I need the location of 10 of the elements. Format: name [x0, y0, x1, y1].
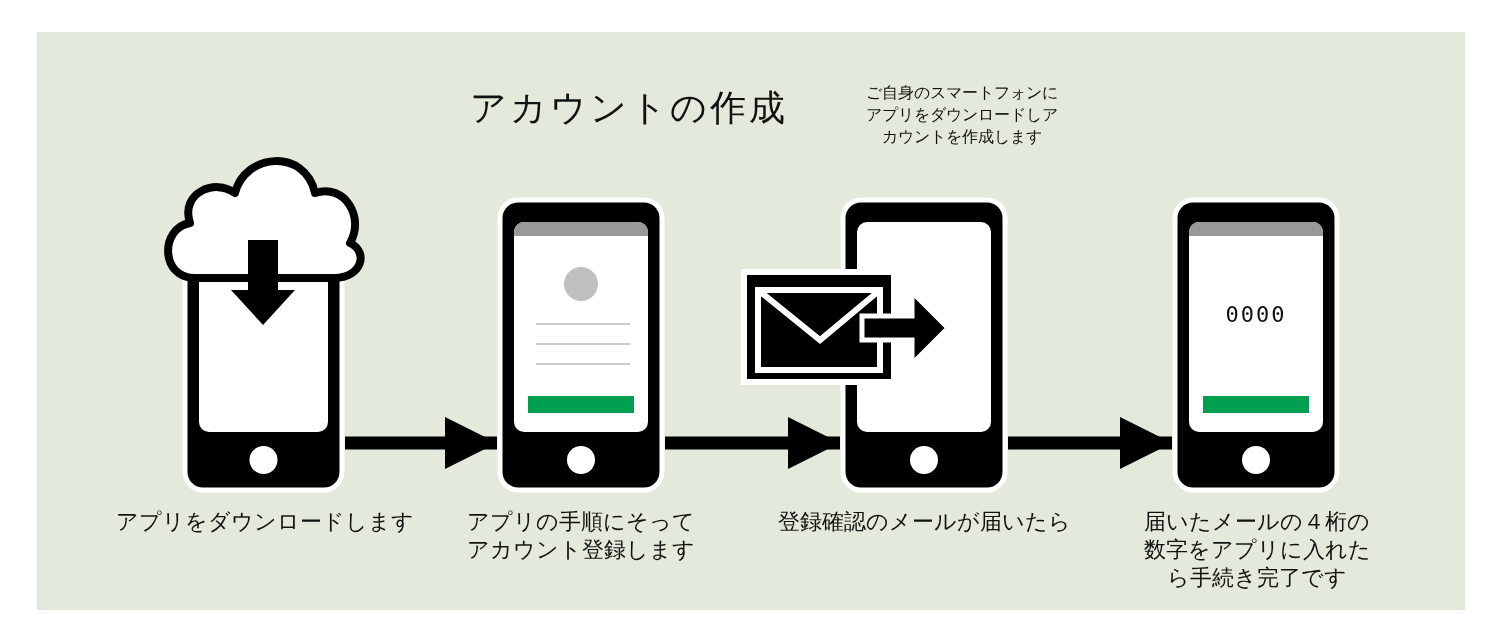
arrow	[1008, 417, 1172, 469]
note-text: ご自身のスマートフォンにアプリをダウンロードしアカウントを作成します	[865, 83, 1059, 148]
step-caption: アプリの手順にそってアカウント登録します	[466, 508, 696, 564]
step-caption: 登録確認のメールが届いたら	[776, 508, 1072, 536]
step-caption: アプリをダウンロードします	[115, 508, 415, 536]
arrow	[665, 417, 840, 469]
code-digits: 0000	[1224, 302, 1288, 327]
title: アカウントの作成	[470, 86, 788, 130]
arrow	[345, 417, 497, 469]
step-caption: 届いたメールの４桁の数字をアプリに入れたら手続き完了です	[1142, 508, 1372, 592]
